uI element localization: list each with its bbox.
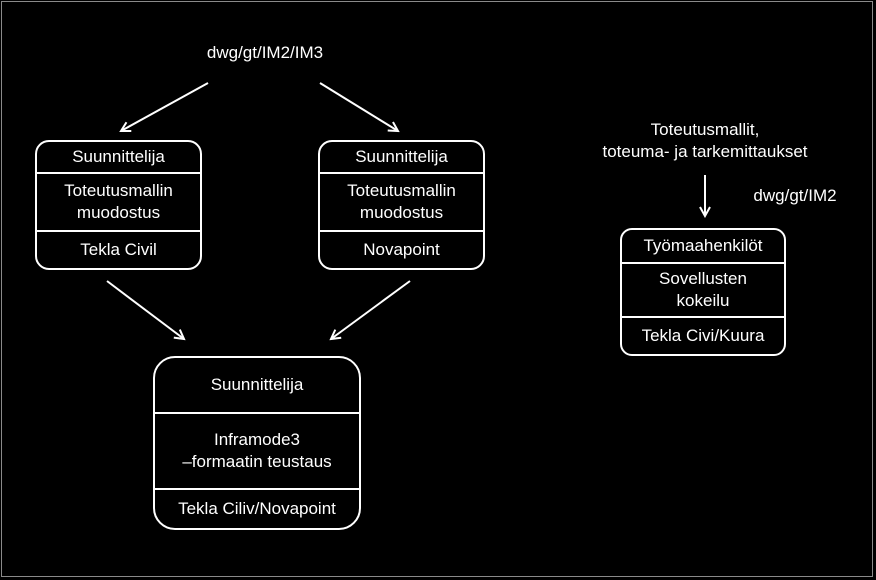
box-software: Novapoint [320, 230, 483, 268]
process-box-right: Työmaahenkilöt Sovellusten kokeilu Tekla… [620, 228, 786, 356]
task-line-2: –formaatin teustaus [182, 452, 332, 471]
arrow-top-to-left [121, 82, 209, 131]
task-line-1: Toteutusmallin [64, 181, 173, 200]
arrow-top-to-middle [319, 82, 398, 131]
box-role: Työmaahenkilöt [622, 230, 784, 262]
box-role: Suunnittelija [320, 142, 483, 172]
right-input-label: Toteutusmallit, toteuma- ja tarkemittauk… [560, 119, 850, 163]
box-task: Toteutusmallin muodostus [320, 172, 483, 230]
arrow-left-to-bottom [106, 280, 184, 339]
box-role: Suunnittelija [155, 358, 359, 412]
box-task: Inframode3 –formaatin teustaus [155, 412, 359, 488]
role-text: Suunnittelija [355, 147, 448, 166]
right-format-label: dwg/gt/IM2 [753, 186, 837, 205]
right-input-line-2: toteuma- ja tarkemittaukset [602, 142, 808, 161]
task-line-2: muodostus [76, 203, 161, 222]
box-software: Tekla Civil [37, 230, 200, 268]
process-box-bottom: Suunnittelija Inframode3 –formaatin teus… [153, 356, 361, 530]
task-line-1: Sovellusten [659, 269, 747, 288]
task-line-1: Toteutusmallin [347, 181, 456, 200]
software-text: Tekla Civi/Kuura [641, 326, 765, 345]
process-box-left: Suunnittelija Toteutusmallin muodostus T… [35, 140, 202, 270]
software-text: Novapoint [363, 240, 440, 259]
role-text: Suunnittelija [72, 147, 165, 166]
task-line-2: kokeilu [676, 291, 730, 310]
top-format-label: dwg/gt/IM2/IM3 [206, 43, 324, 62]
box-task: Sovellusten kokeilu [622, 262, 784, 316]
box-software: Tekla Civi/Kuura [622, 316, 784, 354]
box-software: Tekla Ciliv/Novapoint [155, 488, 359, 528]
software-text: Tekla Ciliv/Novapoint [178, 499, 336, 518]
role-text: Suunnittelija [210, 375, 304, 394]
task-line-2: muodostus [359, 203, 444, 222]
box-task: Toteutusmallin muodostus [37, 172, 200, 230]
role-text: Työmaahenkilöt [643, 236, 763, 255]
process-box-middle: Suunnittelija Toteutusmallin muodostus N… [318, 140, 485, 270]
box-role: Suunnittelija [37, 142, 200, 172]
right-input-line-1: Toteutusmallit, [650, 120, 760, 139]
software-text: Tekla Civil [80, 240, 157, 259]
task-line-1: Inframode3 [214, 430, 300, 449]
arrow-middle-to-bottom [331, 280, 411, 339]
